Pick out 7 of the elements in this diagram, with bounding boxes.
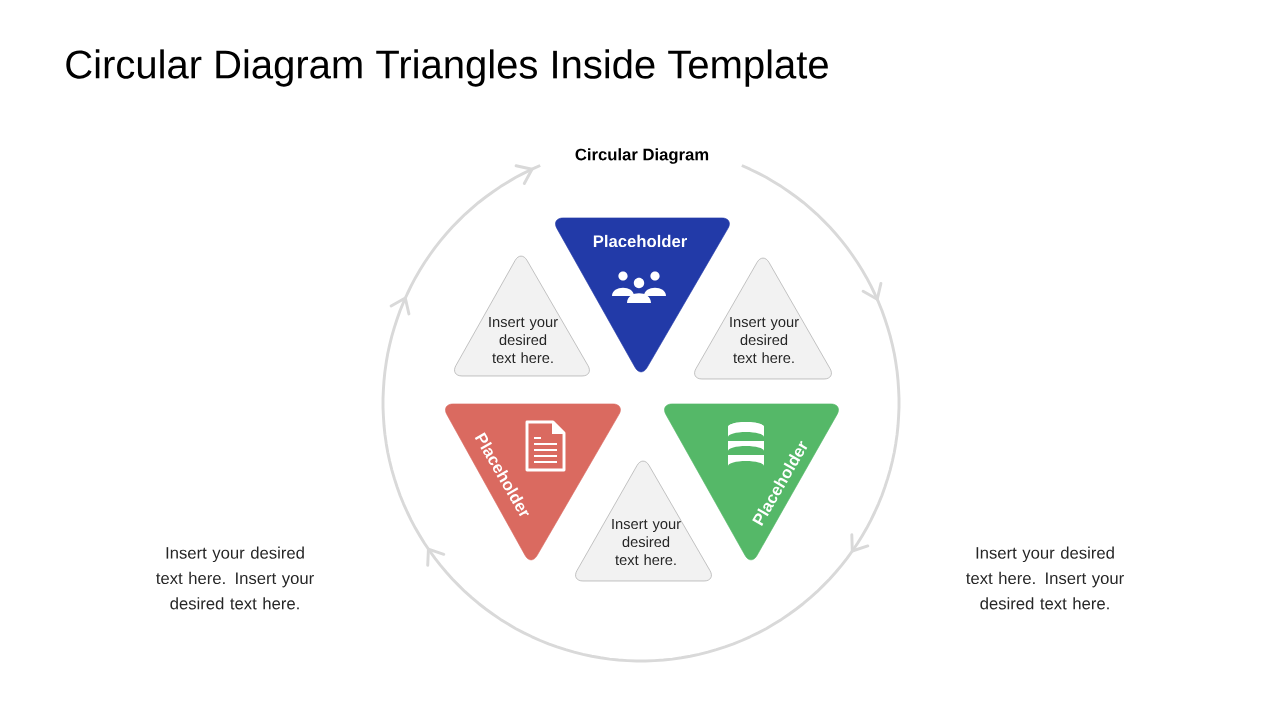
info-triangle: Insert your desired text here. (575, 460, 712, 582)
diagram-heading: Circular Diagram (575, 148, 709, 164)
side-text: Insert your desired text here. Insert your desired text here. (156, 546, 314, 610)
slide-title: Circular Diagram Triangles Inside Template (66, 49, 828, 87)
info-triangle: Insert your desired text here. (694, 257, 832, 380)
info-triangle: Insert your desired text here. (454, 255, 590, 377)
side-text: Insert your desired text here. Insert your desired text here. (966, 546, 1124, 610)
